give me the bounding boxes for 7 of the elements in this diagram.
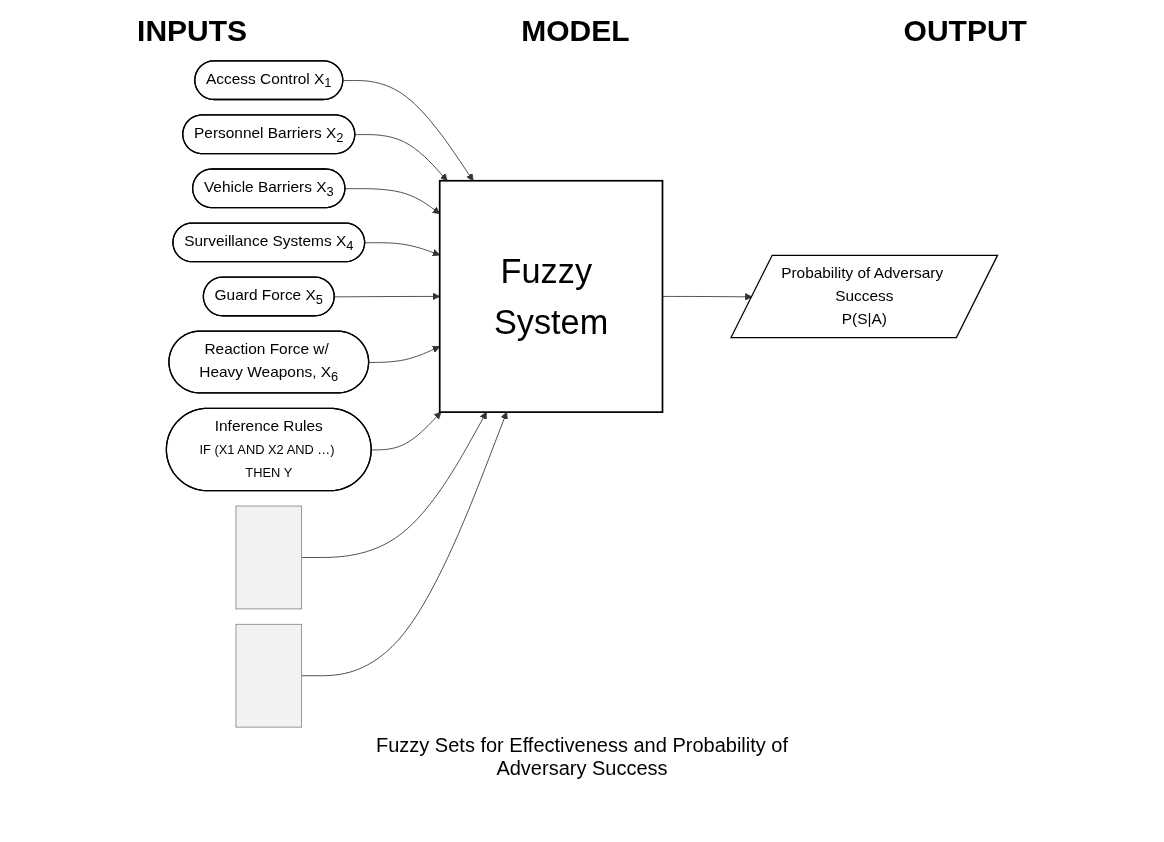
chart-caption: Fuzzy Sets for Effectiveness and Probability of Adversary Success (374, 734, 790, 780)
node-box: Fuzzy System (438, 179, 664, 413)
node-box (235, 623, 303, 728)
node-box (235, 505, 303, 610)
column-heading: INPUTS (137, 14, 248, 49)
column-heading: MODEL (521, 14, 630, 49)
column-heading: OUTPUT (903, 14, 1027, 49)
